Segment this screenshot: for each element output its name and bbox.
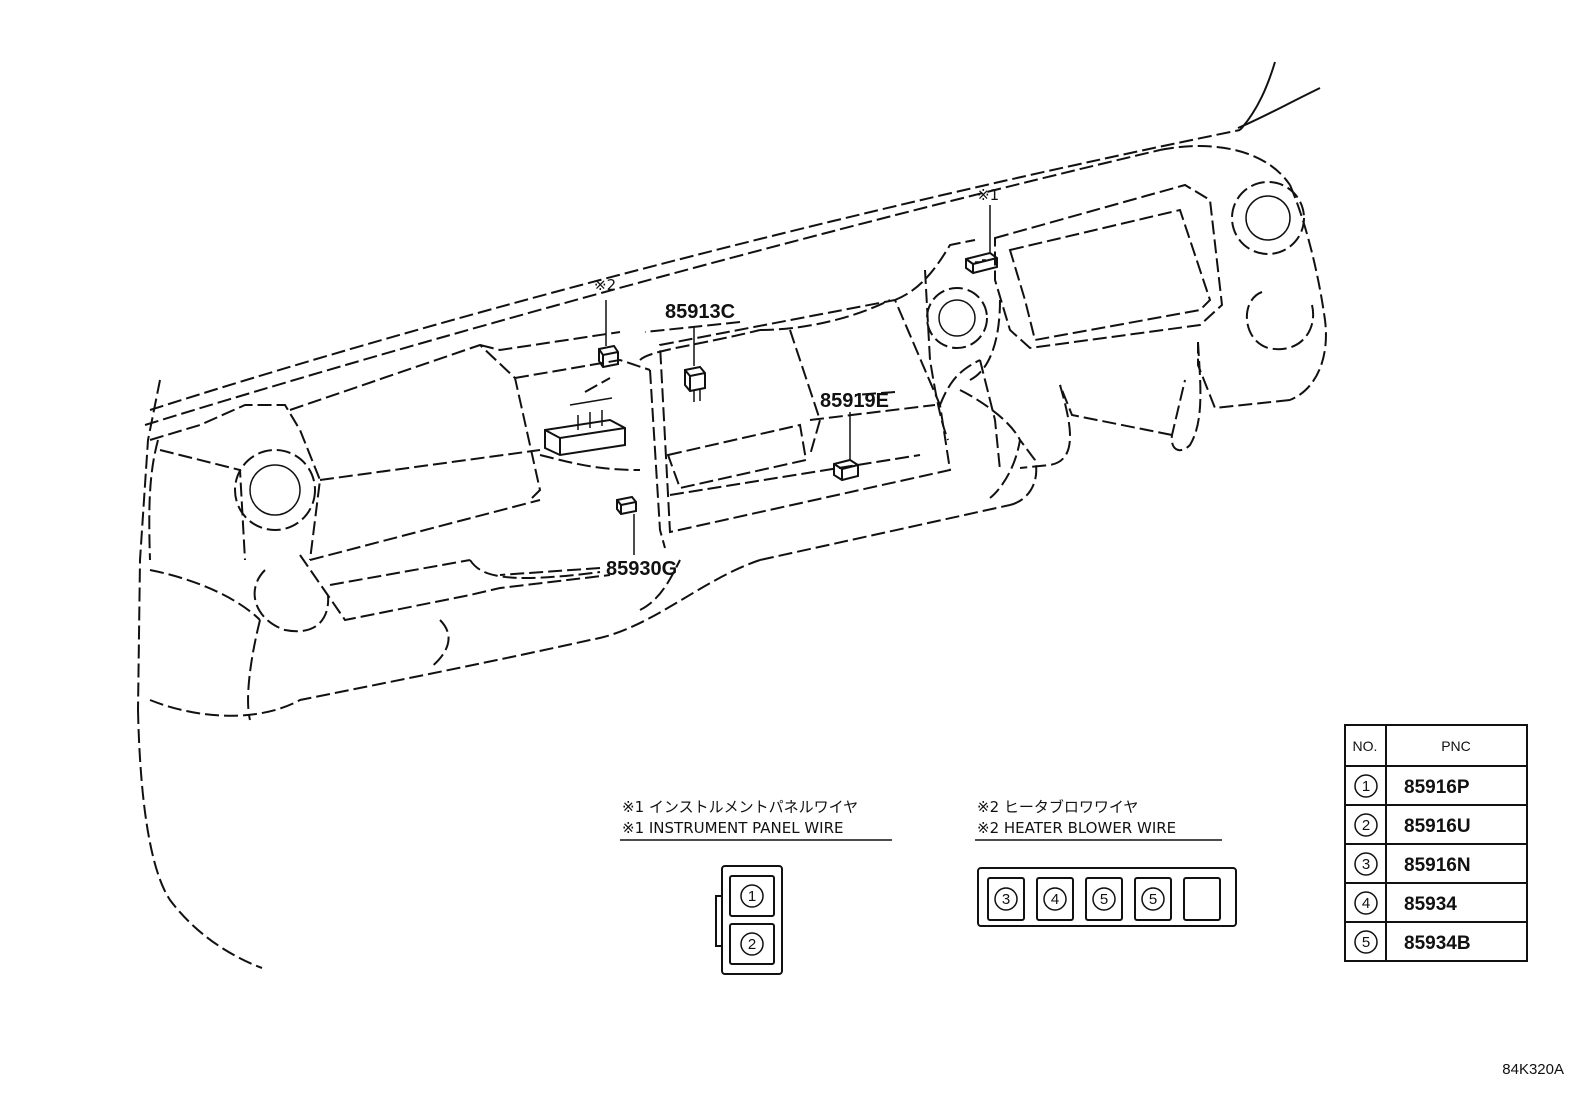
leader-85919E [854, 391, 896, 396]
block2-slot-3: 5 [1100, 891, 1108, 908]
table-row-4-pnc: 85934 [1404, 894, 1457, 915]
dashboard-outline [137, 61, 1327, 969]
relay-85919E [833, 412, 859, 482]
relay-note1 [965, 205, 998, 275]
table-row-3-pnc: 85916N [1404, 855, 1471, 876]
legend-note2-en: ※2 HEATER BLOWER WIRE [977, 819, 1176, 837]
legend-note2-jp: ※2 ヒータブロワワイヤ [977, 798, 1138, 816]
legend-note1-jp: ※1 インストルメントパネルワイヤ [622, 798, 858, 816]
block1-slot-1: 1 [748, 888, 756, 905]
legend-note1-en: ※1 INSTRUMENT PANEL WIRE [622, 819, 844, 837]
leader-85913C [644, 321, 741, 333]
leader-85930G [499, 567, 601, 576]
table-row-3-no: 3 [1362, 856, 1370, 873]
table-row-5-pnc: 85934B [1404, 933, 1471, 954]
part-label-85930G: 85930G [606, 558, 677, 580]
block1-slot-2: 2 [748, 936, 756, 953]
block2-slot-1: 3 [1002, 891, 1010, 908]
diagram-code: 84K320A [1502, 1061, 1564, 1078]
table-row-5-no: 5 [1362, 934, 1370, 951]
connector-block-1: 1 2 [715, 865, 783, 975]
note2-marker: ※2 [594, 276, 616, 294]
table-row-1-no: 1 [1362, 778, 1370, 795]
relay-85930G [616, 495, 637, 555]
table-header-no: NO. [1353, 738, 1378, 754]
relay-85913C [684, 326, 706, 402]
connector-bracket [544, 377, 626, 457]
table-row-1-pnc: 85916P [1404, 777, 1470, 798]
table-header-pnc: PNC [1441, 738, 1471, 754]
table-row-2-pnc: 85916U [1404, 816, 1471, 837]
part-label-85919E: 85919E [820, 390, 889, 412]
part-label-85913C: 85913C [665, 301, 735, 323]
block2-slot-4: 5 [1149, 891, 1157, 908]
pnc-table: NO. PNC 1 85916P 2 85916U 3 85916N 4 859… [1344, 724, 1528, 962]
relay-note2 [598, 300, 619, 369]
connector-block-2: 3 4 5 5 [977, 867, 1237, 927]
table-row-4-no: 4 [1362, 895, 1370, 912]
block2-slot-2: 4 [1051, 891, 1059, 908]
note1-marker: ※1 [977, 186, 999, 204]
table-row-2-no: 2 [1362, 817, 1370, 834]
